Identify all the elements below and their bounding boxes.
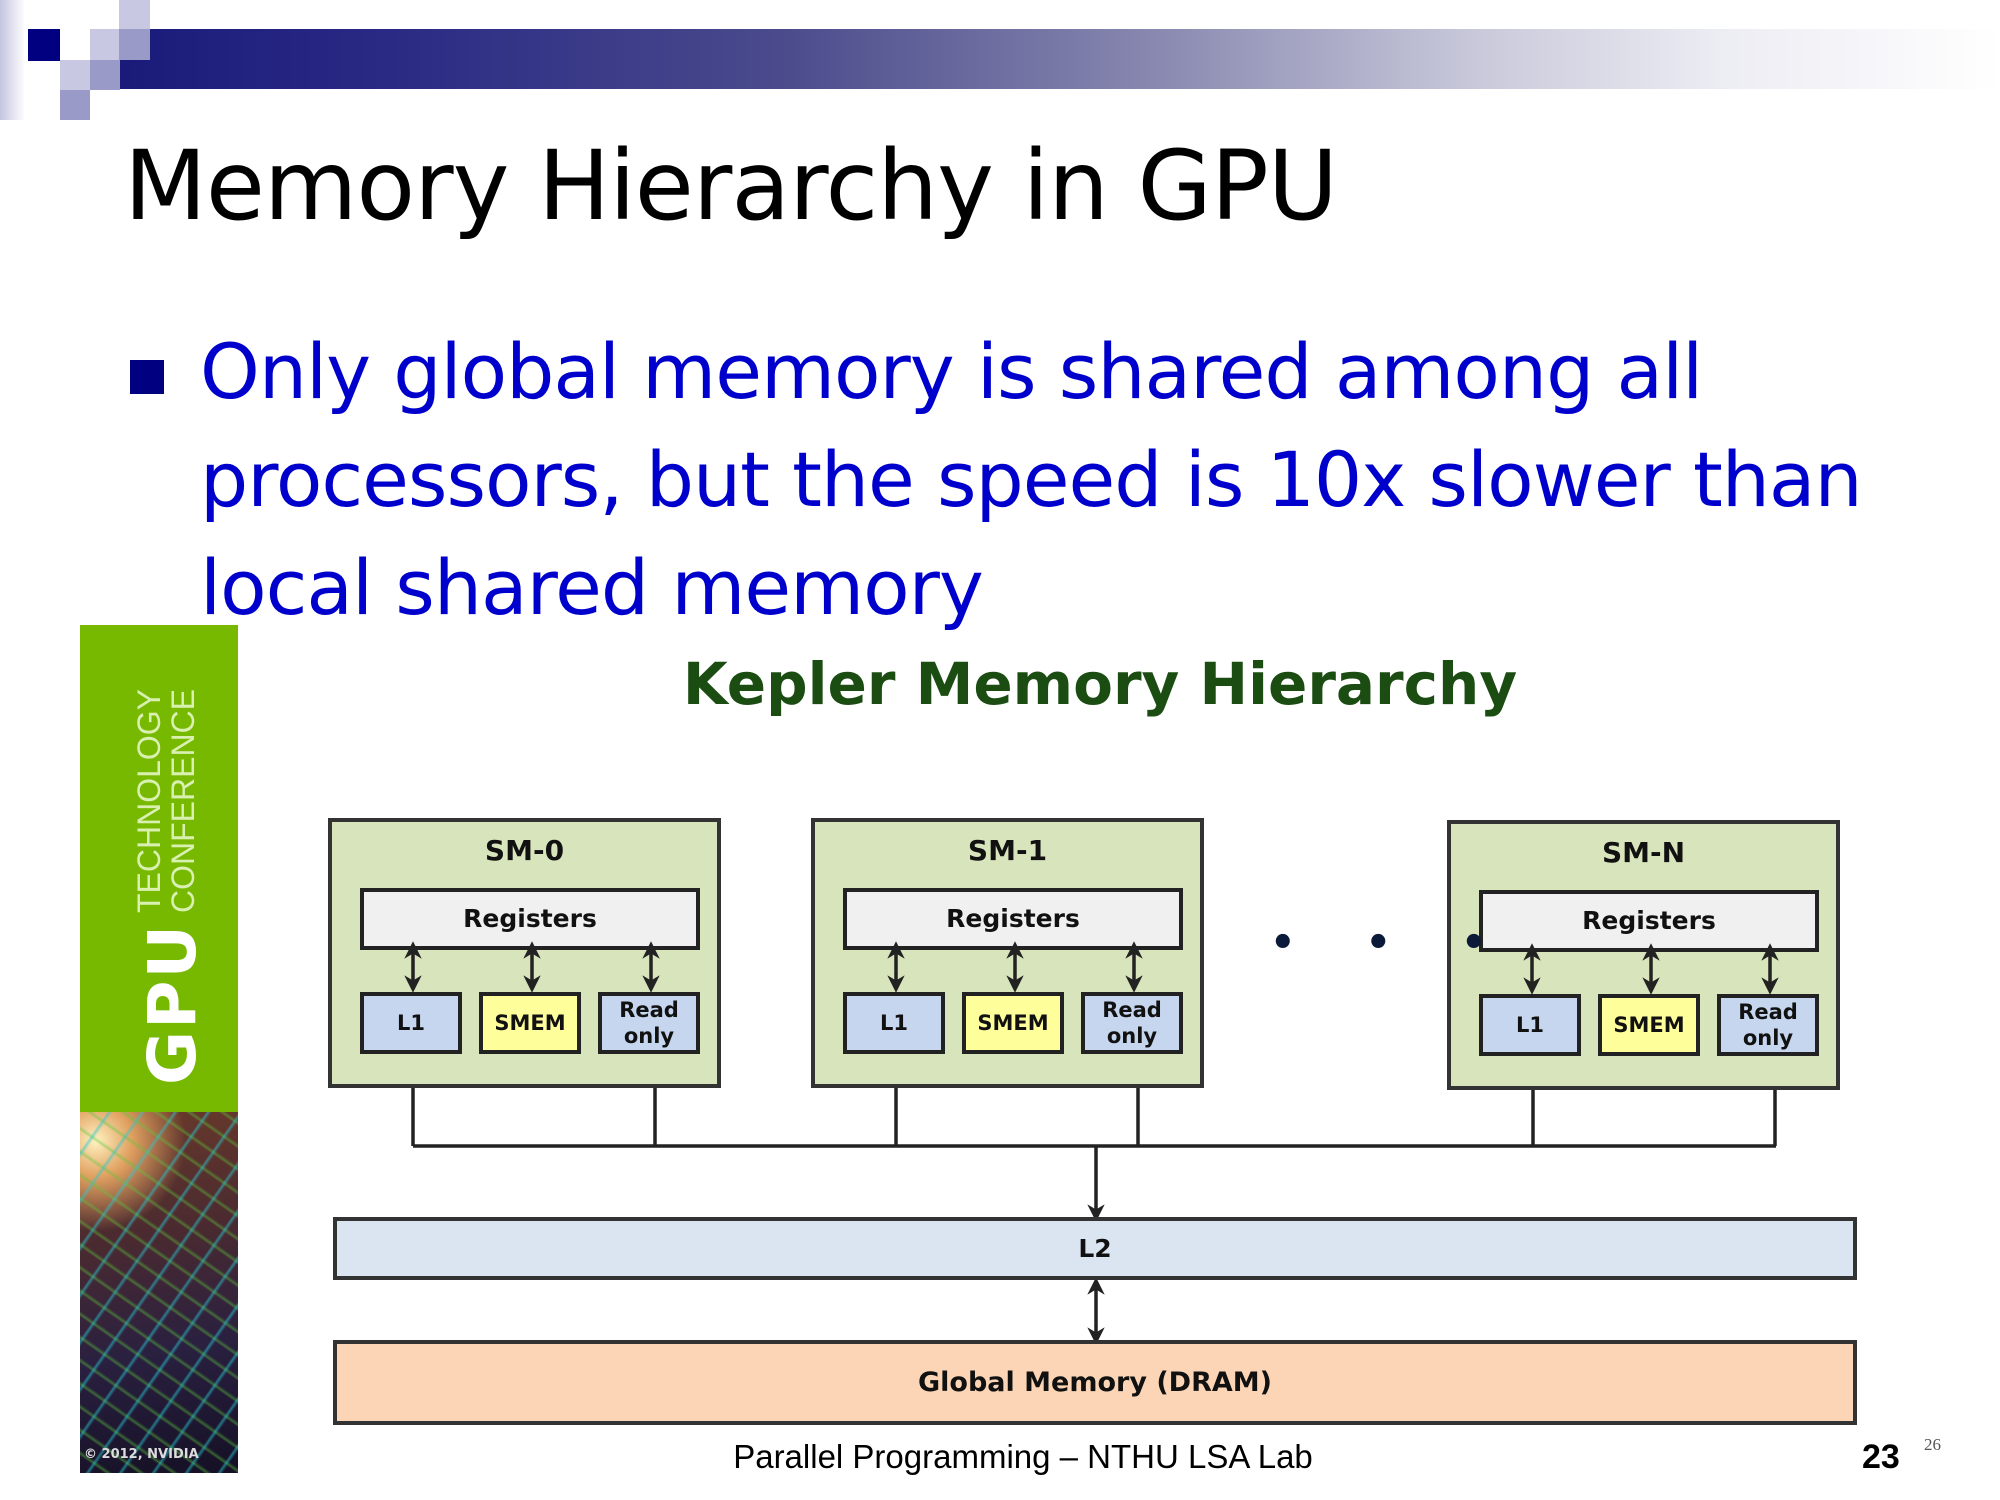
decor-square bbox=[119, 0, 150, 29]
chip-photo bbox=[80, 1112, 238, 1473]
readonly-line2: only bbox=[1106, 1024, 1158, 1048]
sm-label: SM-1 bbox=[967, 834, 1048, 867]
l1-box: L1 bbox=[843, 992, 945, 1054]
l2-cache-box: L2 bbox=[333, 1217, 1857, 1280]
diagram-title: Kepler Memory Hierarchy bbox=[682, 650, 1518, 718]
gtc-banner: GPU TECHNOLOGY CONFERENCE © 2012, NVIDIA bbox=[80, 625, 238, 1473]
smem-box: SMEM bbox=[479, 992, 581, 1054]
smem-box: SMEM bbox=[962, 992, 1064, 1054]
page-number: 23 bbox=[1862, 1438, 1900, 1476]
decor-square bbox=[0, 0, 25, 120]
decor-square bbox=[90, 60, 120, 90]
registers-box: Registers bbox=[360, 888, 700, 950]
decor-square bbox=[60, 90, 90, 120]
readonly-line2: only bbox=[623, 1024, 675, 1048]
header-gradient-bar bbox=[120, 29, 2000, 89]
readonly-line1: Read bbox=[1738, 1000, 1798, 1024]
global-memory-box: Global Memory (DRAM) bbox=[333, 1340, 1857, 1425]
ellipsis-dots: • • • bbox=[1270, 920, 1515, 966]
sm-label: SM-N bbox=[1601, 836, 1686, 869]
l1-box: L1 bbox=[360, 992, 462, 1054]
decor-square bbox=[90, 29, 120, 60]
readonly-line2: only bbox=[1742, 1026, 1794, 1050]
slide-title: Memory Hierarchy in GPU bbox=[124, 130, 1338, 242]
readonly-line1: Read bbox=[1102, 998, 1162, 1022]
square-bullet-icon bbox=[130, 360, 164, 394]
registers-box: Registers bbox=[1479, 890, 1819, 952]
footer-text: Parallel Programming – NTHU LSA Lab bbox=[733, 1438, 1313, 1475]
smem-box: SMEM bbox=[1598, 994, 1700, 1056]
decor-square bbox=[60, 60, 90, 90]
bullet-text: Only global memory is shared among all p… bbox=[200, 327, 1863, 632]
decor-square bbox=[119, 29, 150, 60]
page-number-alt: 26 bbox=[1924, 1435, 1941, 1454]
l1-box: L1 bbox=[1479, 994, 1581, 1056]
banner-copyright: © 2012, NVIDIA bbox=[84, 1447, 199, 1462]
sm-label: SM-0 bbox=[484, 834, 565, 867]
decor-square bbox=[28, 29, 60, 61]
readonly-line1: Read bbox=[619, 998, 679, 1022]
header-squares-decoration bbox=[0, 0, 160, 125]
